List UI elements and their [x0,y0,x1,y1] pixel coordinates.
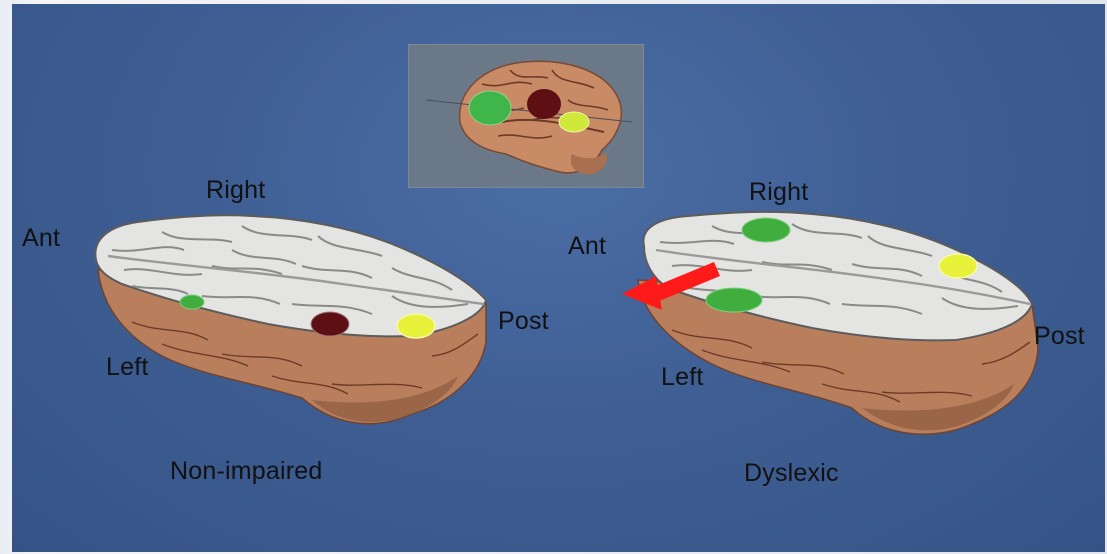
left-brain-section [95,215,486,423]
right-label-post: Post [1034,324,1085,349]
right-label-right: Right [749,180,808,205]
left-label-post: Post [498,309,549,334]
left-label-right: Right [206,178,265,203]
left-caption: Non-impaired [170,459,322,484]
right-label-ant: Ant [568,234,606,259]
right-label-left: Left [661,365,704,390]
left-label-ant: Ant [22,226,60,251]
right-brain-section [638,212,1038,434]
inset-lateral-brain [426,61,632,174]
left-label-left: Left [106,355,149,380]
diagram-panel: Right Ant Left Post Non-impaired Right A… [12,4,1105,552]
right-caption: Dyslexic [744,461,839,486]
